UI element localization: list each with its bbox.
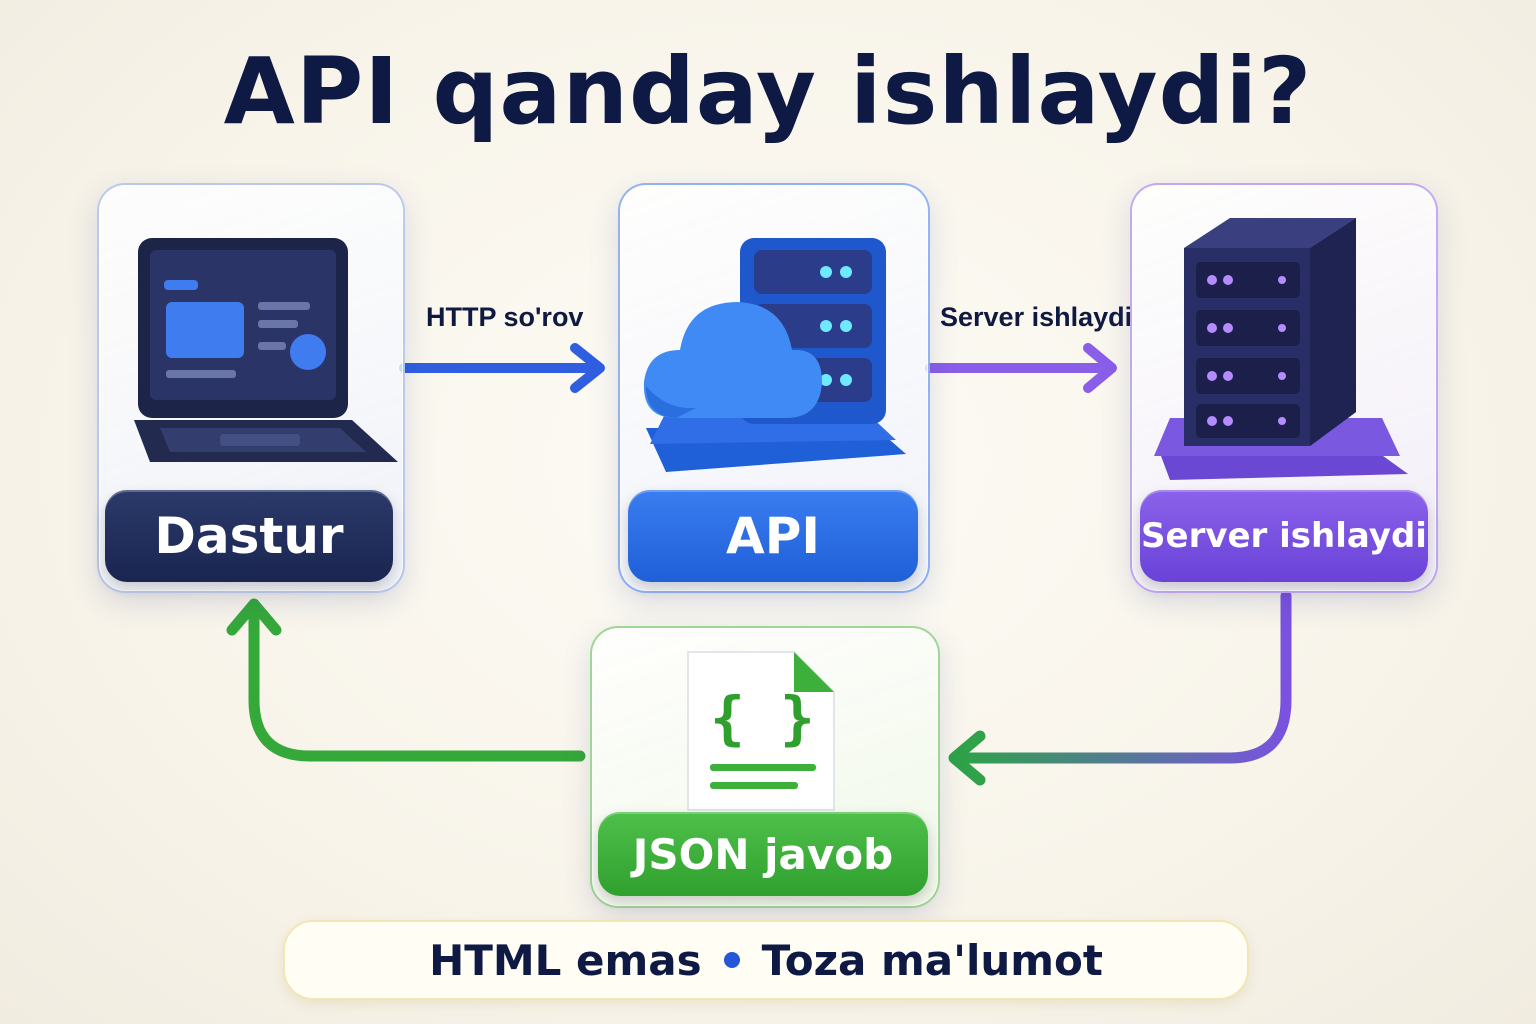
- arrow-server-to-json: [948, 590, 1292, 786]
- footer-right-text: Toza ma'lumot: [761, 935, 1103, 985]
- cloud-server-icon: [643, 238, 906, 472]
- node-server-label: Server ishlaydi: [1140, 490, 1428, 582]
- node-response-label: JSON javob: [598, 812, 928, 896]
- edge-label-request: HTTP so'rov: [426, 302, 584, 332]
- edge-label-process: Server ishlaydi: [940, 302, 1133, 332]
- server-rack-icon: [1154, 218, 1408, 480]
- json-file-icon: { }: [687, 651, 835, 811]
- footer-left-text: HTML emas: [429, 935, 702, 985]
- laptop-icon: [134, 238, 398, 462]
- footer-note: HTML emas Toza ma'lumot: [283, 920, 1249, 1000]
- arrow-request: [399, 343, 605, 393]
- node-api-label: API: [628, 490, 918, 582]
- node-client-label: Dastur: [105, 490, 393, 582]
- bullet-dot-icon: [723, 952, 740, 968]
- arrow-json-to-client: [226, 598, 586, 762]
- page-title: API qanday ishlaydi?: [223, 38, 1313, 145]
- arrow-process: [925, 343, 1117, 393]
- svg-text:{ }: { }: [710, 684, 815, 752]
